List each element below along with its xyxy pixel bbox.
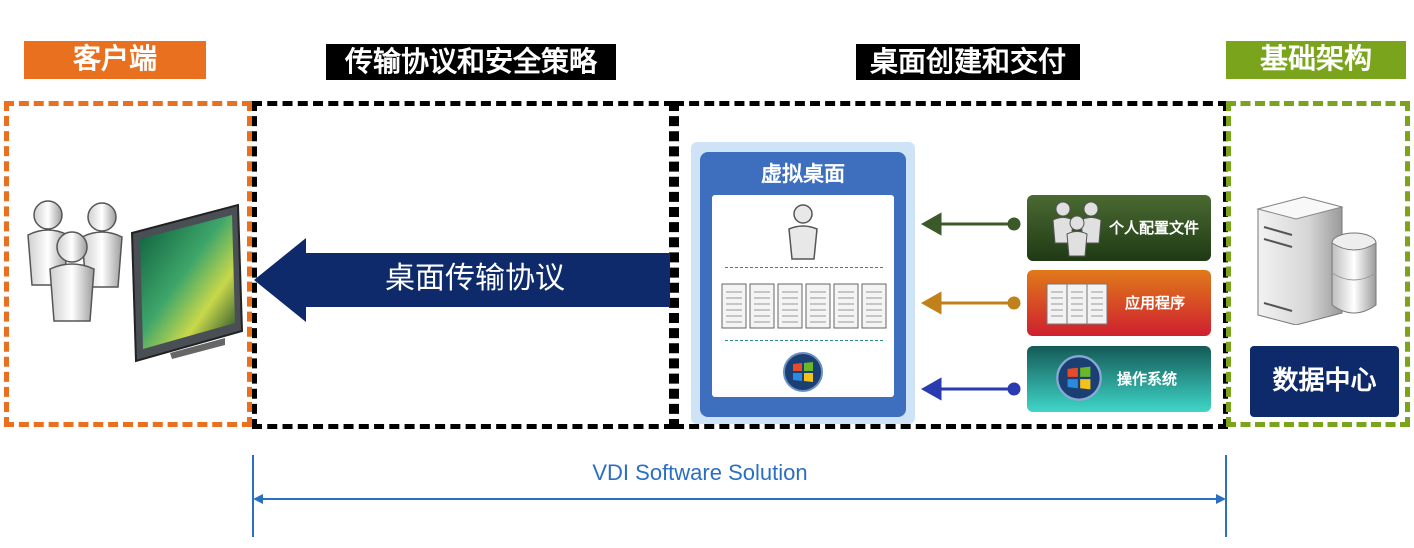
header-infra: 基础架构 bbox=[1226, 41, 1406, 79]
profile-label: 个人配置文件 bbox=[1109, 219, 1200, 237]
source-arrows bbox=[920, 212, 1021, 401]
profile-arrow bbox=[920, 212, 1021, 236]
documents-icon bbox=[1046, 283, 1108, 325]
os-label: 操作系统 bbox=[1117, 370, 1178, 388]
desktop-protocol-arrow bbox=[254, 238, 670, 322]
virtual-desktop-title: 虚拟桌面 bbox=[761, 162, 845, 186]
application-label: 应用程序 bbox=[1125, 294, 1186, 312]
header-client: 客户端 bbox=[24, 41, 206, 79]
documents-icon bbox=[721, 283, 887, 329]
windows-logo-icon bbox=[783, 352, 823, 392]
client-frame bbox=[4, 101, 252, 427]
header-desktop: 桌面创建和交付 bbox=[856, 44, 1080, 80]
users-icon bbox=[1052, 201, 1102, 257]
windows-logo-icon bbox=[1056, 355, 1102, 401]
server-icon bbox=[1256, 196, 1377, 325]
solution-label: VDI Software Solution bbox=[592, 460, 808, 485]
separator-bottom bbox=[725, 340, 883, 341]
solution-span-arrow bbox=[253, 494, 1226, 504]
datacenter-box: 数据中心 bbox=[1250, 346, 1399, 417]
user-icon bbox=[788, 204, 818, 260]
os-arrow bbox=[920, 377, 1021, 401]
application-box: 应用程序 bbox=[1027, 270, 1211, 336]
header-transport: 传输协议和安全策略 bbox=[326, 44, 616, 80]
profile-box: 个人配置文件 bbox=[1027, 195, 1211, 261]
separator-top bbox=[725, 267, 883, 268]
transport-frame bbox=[252, 101, 674, 429]
infra-frame bbox=[1226, 101, 1410, 427]
users-icon bbox=[27, 200, 123, 322]
arrow-label: 桌面传输协议 bbox=[385, 261, 565, 296]
os-box: 操作系统 bbox=[1027, 346, 1211, 412]
desktop-frame bbox=[674, 101, 1228, 429]
monitor-icon bbox=[130, 203, 244, 363]
solution-right-bar bbox=[1225, 455, 1227, 537]
solution-left-bar bbox=[252, 455, 254, 537]
app-arrow bbox=[920, 291, 1021, 315]
